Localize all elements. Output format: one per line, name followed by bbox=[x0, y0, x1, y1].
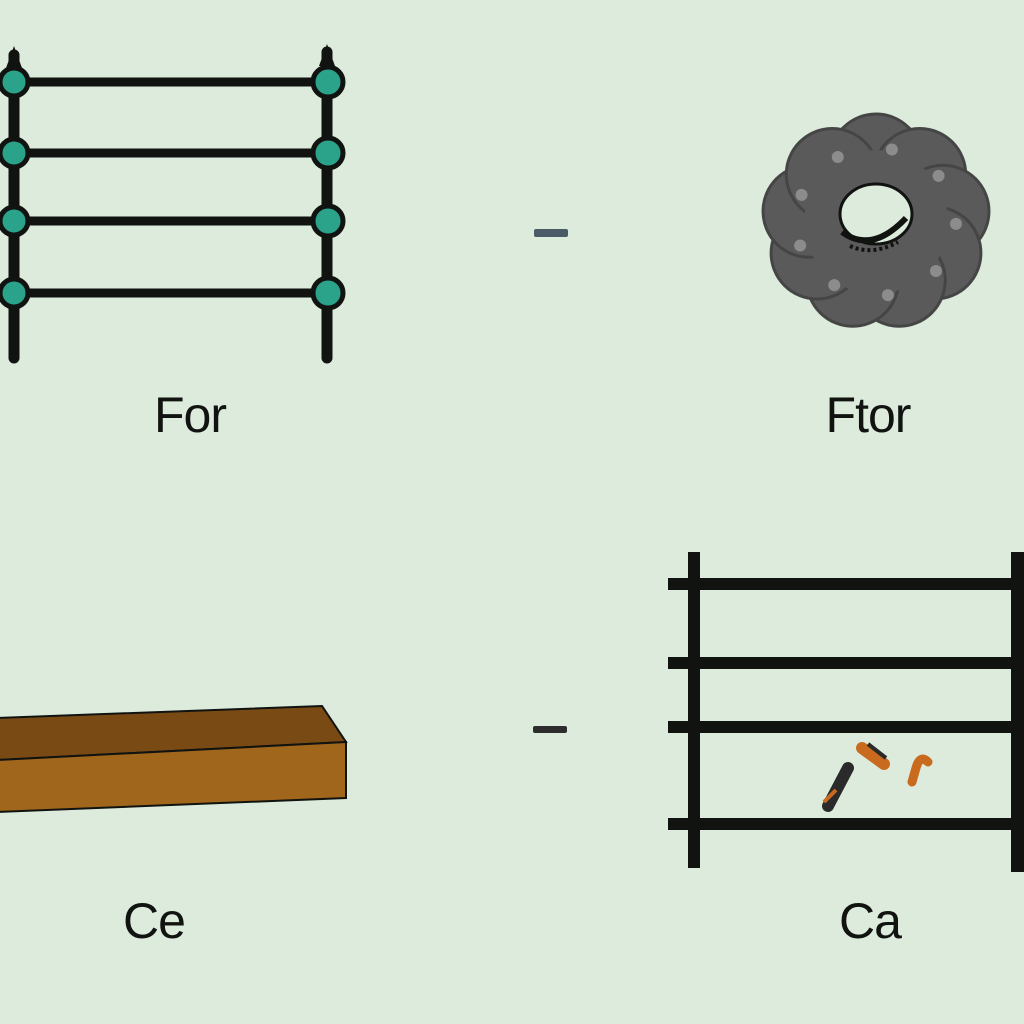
gear-cluster-icon bbox=[761, 112, 991, 328]
rack-with-pegs-icon bbox=[668, 552, 1024, 872]
caption-bottom-left: Ce bbox=[123, 893, 186, 949]
wooden-plank-icon bbox=[0, 704, 348, 813]
small-dash-icon bbox=[534, 229, 568, 237]
caption-top-right: Ftor bbox=[825, 387, 912, 443]
caption-bottom-right: Ca bbox=[839, 893, 902, 949]
small-dash-icon bbox=[533, 726, 567, 733]
ladder-with-nodes-icon bbox=[0, 44, 346, 364]
caption-top-left: For bbox=[154, 387, 227, 443]
